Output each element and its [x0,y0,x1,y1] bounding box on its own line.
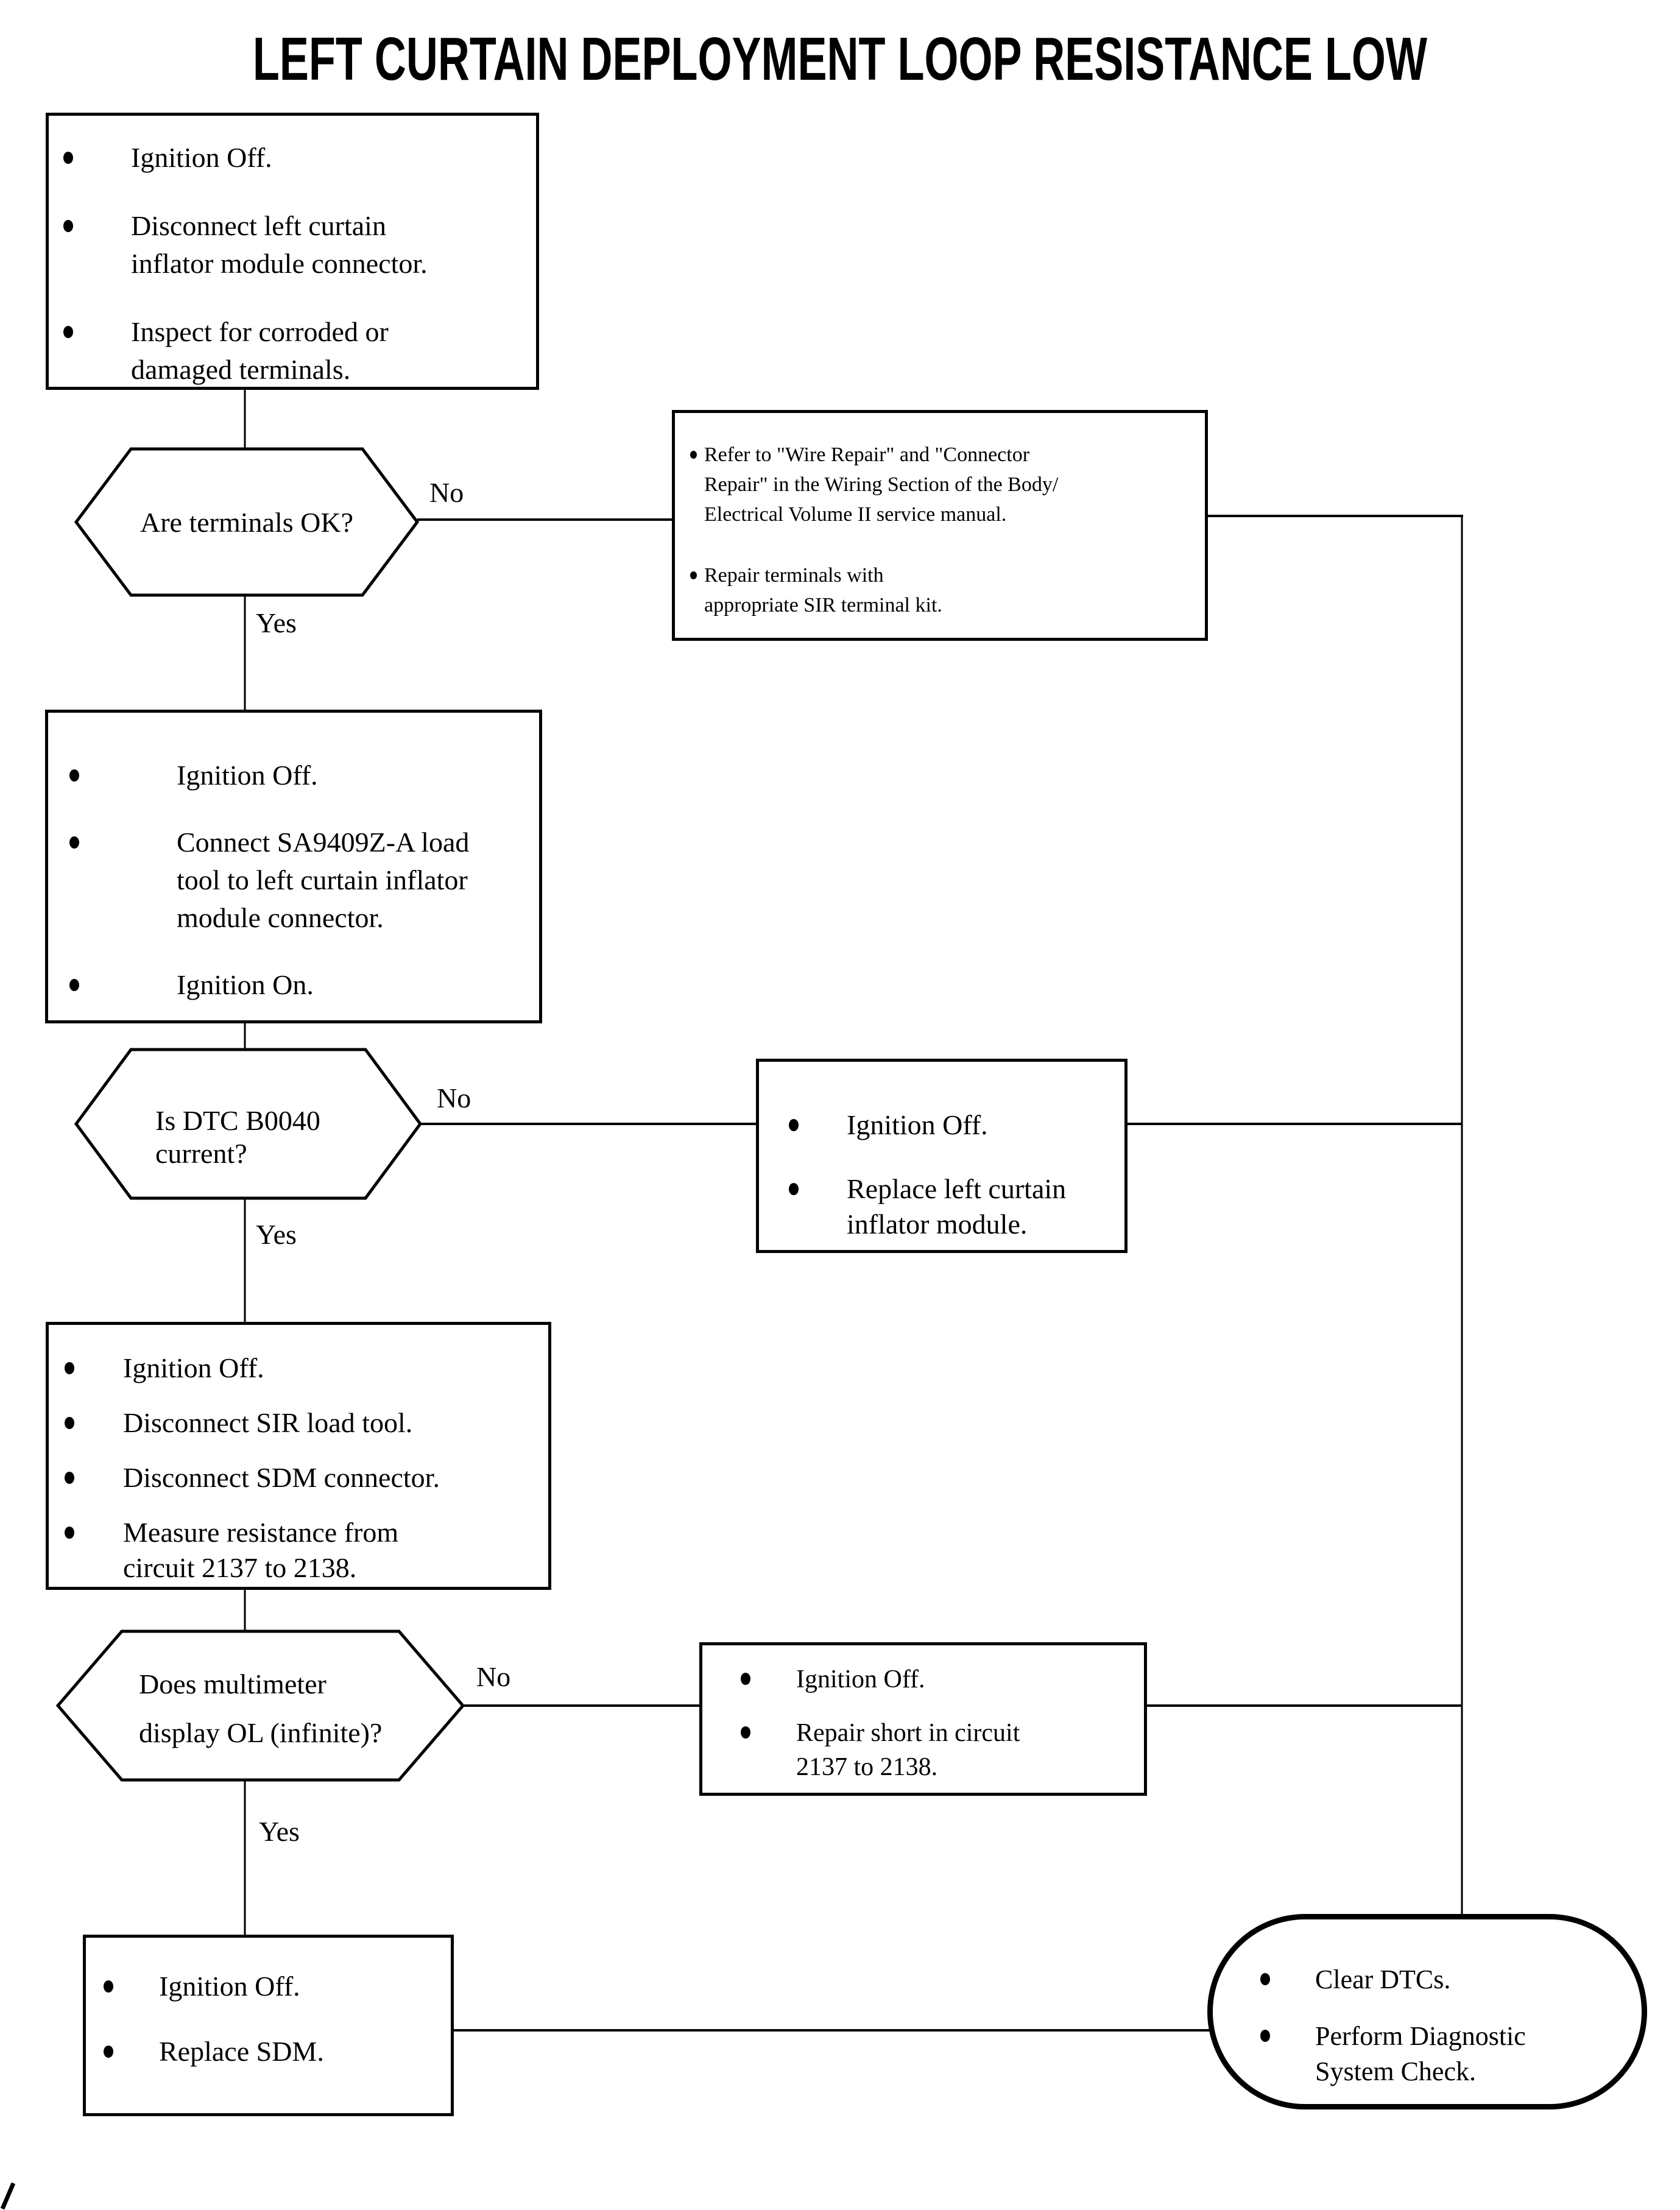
bullet-text: Ignition Off. [123,1352,264,1383]
process-box-wire-repair: Refer to "Wire Repair" and "Connector Re… [672,410,1208,641]
bullet-text: Repair terminals with appropriate SIR te… [704,564,942,616]
list-item: Ignition Off. [63,139,525,177]
bullet-icon [789,1119,799,1131]
bullet-text: Replace left curtain inflator module. [847,1173,1067,1240]
list-item: Disconnect SDM connector. [65,1460,540,1495]
terminal-box-clear-dtcs: Clear DTCs. Perform Diagnostic System Ch… [1207,1914,1647,2109]
bullet-text: Connect SA9409Z-A load tool to left curt… [177,827,470,933]
bullet-text: Ignition Off. [796,1665,925,1693]
bullet-icon [63,220,73,232]
page-title: LEFT CURTAIN DEPLOYMENT LOOP RESISTANCE … [0,24,1680,94]
process-box-replace-sdm: Ignition Off. Replace SDM. [83,1935,454,2116]
list-item: Repair short in circuit 2137 to 2138. [741,1716,1137,1784]
list-item: Ignition Off. [789,1107,1117,1143]
bullet-text: Repair short in circuit 2137 to 2138. [796,1719,1020,1781]
list-item: Inspect for corroded or damaged terminal… [63,313,525,389]
list-item: Replace SDM. [104,2033,443,2070]
bullet-icon [1260,2030,1270,2042]
list-item: Refer to "Wire Repair" and "Connector Re… [690,440,1195,529]
bullet-icon [69,836,79,849]
bullet-icon [741,1726,750,1739]
bullet-text: Clear DTCs. [1315,1965,1451,1994]
list-item: Clear DTCs. [1260,1962,1626,1997]
list-item: Perform Diagnostic System Check. [1260,2019,1626,2089]
decision-question-multimeter-ol: Does multimeter display OL (infinite)? [139,1668,383,1748]
bullet-icon [69,979,79,991]
list-item: Ignition Off. [69,757,528,794]
bullet-icon [65,1362,74,1374]
bullet-icon [104,1980,113,1993]
list-item: Ignition Off. [741,1662,1137,1696]
list-item: Ignition Off. [65,1350,540,1386]
bullet-icon [65,1472,74,1484]
decision-hexagon-multimeter-ol [55,1629,465,1782]
bullet-text: Ignition Off. [177,760,318,791]
bullet-text: Refer to "Wire Repair" and "Connector Re… [704,443,1059,526]
bullet-text: Disconnect left curtain inflator module … [131,210,428,279]
decision-hexagon-terminals-ok [74,447,420,597]
bullet-text: Disconnect SIR load tool. [123,1407,413,1438]
branch-label-yes-terminals-ok: Yes [256,607,297,638]
scan-artifact-mark [0,2182,16,2210]
list-item: Measure resistance from circuit 2137 to … [65,1515,540,1586]
bullet-icon [104,2046,113,2058]
bullet-icon [789,1183,799,1195]
bullet-icon [69,769,79,782]
branch-label-yes-multimeter-ol: Yes [259,1816,300,1847]
process-box-connect-load-tool: Ignition Off. Connect SA9409Z-A load too… [45,710,542,1023]
bullet-icon [690,571,697,579]
list-item: Repair terminals with appropriate SIR te… [690,560,1195,620]
bullet-icon [63,152,73,164]
branch-label-no-multimeter-ol: No [476,1661,511,1692]
bullet-text: Disconnect SDM connector. [123,1462,440,1493]
bullet-text: Ignition Off. [159,1971,300,2002]
list-item: Ignition Off. [104,1968,443,2005]
process-box-inspect-connector: Ignition Off. Disconnect left curtain in… [46,113,539,390]
list-item: Ignition On. [69,966,528,1004]
branch-label-no-terminals-ok: No [429,477,464,508]
bullet-text: Ignition Off. [847,1109,988,1140]
list-item: Disconnect left curtain inflator module … [63,207,525,283]
bullet-text: Perform Diagnostic System Check. [1315,2021,1526,2086]
list-item: Replace left curtain inflator module. [789,1171,1117,1242]
list-item: Disconnect SIR load tool. [65,1405,540,1441]
bullet-text: Ignition Off. [131,142,272,173]
bullet-icon [741,1673,750,1685]
bullet-icon [1260,1973,1270,1985]
decision-question-terminals-ok: Are terminals OK? [140,506,353,538]
decision-question-dtc-current: Is DTC B0040 current? [155,1105,320,1169]
bullet-icon [690,451,697,459]
bullet-icon [63,326,73,338]
branch-label-yes-dtc-current: Yes [256,1219,297,1250]
decision-hexagon-dtc-current [74,1048,423,1200]
page-title-text: LEFT CURTAIN DEPLOYMENT LOOP RESISTANCE … [252,25,1427,93]
bullet-icon [65,1417,74,1429]
branch-label-no-dtc-current: No [437,1082,471,1114]
bullet-text: Measure resistance from circuit 2137 to … [123,1517,399,1583]
process-box-measure-resistance: Ignition Off. Disconnect SIR load tool. … [46,1322,551,1590]
bullet-icon [65,1527,74,1539]
bullet-text: Replace SDM. [159,2036,324,2067]
bullet-text: Ignition On. [177,969,314,1000]
bullet-text: Inspect for corroded or damaged terminal… [131,316,389,385]
process-box-replace-inflator-module: Ignition Off. Replace left curtain infla… [756,1059,1128,1253]
process-box-repair-short: Ignition Off. Repair short in circuit 21… [699,1642,1147,1796]
list-item: Connect SA9409Z-A load tool to left curt… [69,824,528,937]
